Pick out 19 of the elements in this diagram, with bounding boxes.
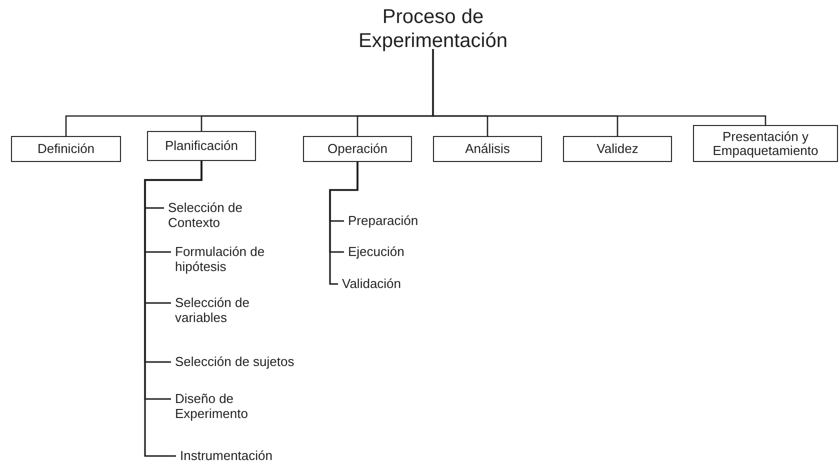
process-box: Definición: [11, 136, 121, 162]
sub-step-label: Formulación de hipótesis: [175, 244, 275, 274]
sub-step-label: Selección de Contexto: [168, 200, 253, 230]
sub-step-label: Preparación: [348, 213, 418, 228]
diagram-title: Proceso de Experimentación: [348, 5, 518, 53]
sub-step-label: Selección de variables: [175, 295, 260, 325]
sub-step-label: Ejecución: [348, 244, 404, 259]
process-box: Operación: [303, 136, 412, 162]
process-box: Presentación y Empaquetamiento: [693, 125, 838, 162]
sub-step-label: Diseño de Experimento: [175, 391, 260, 421]
process-box: Planificación: [147, 131, 256, 161]
sub-step-label: Validación: [342, 276, 402, 291]
process-box: Análisis: [433, 136, 542, 162]
process-box: Validez: [563, 136, 672, 162]
connector-line: [329, 162, 358, 285]
sub-step-label: Instrumentación: [180, 448, 272, 463]
sub-step-label: Selección de sujetos: [175, 354, 294, 369]
connector-line: [144, 161, 202, 457]
connector-line: [432, 49, 766, 125]
